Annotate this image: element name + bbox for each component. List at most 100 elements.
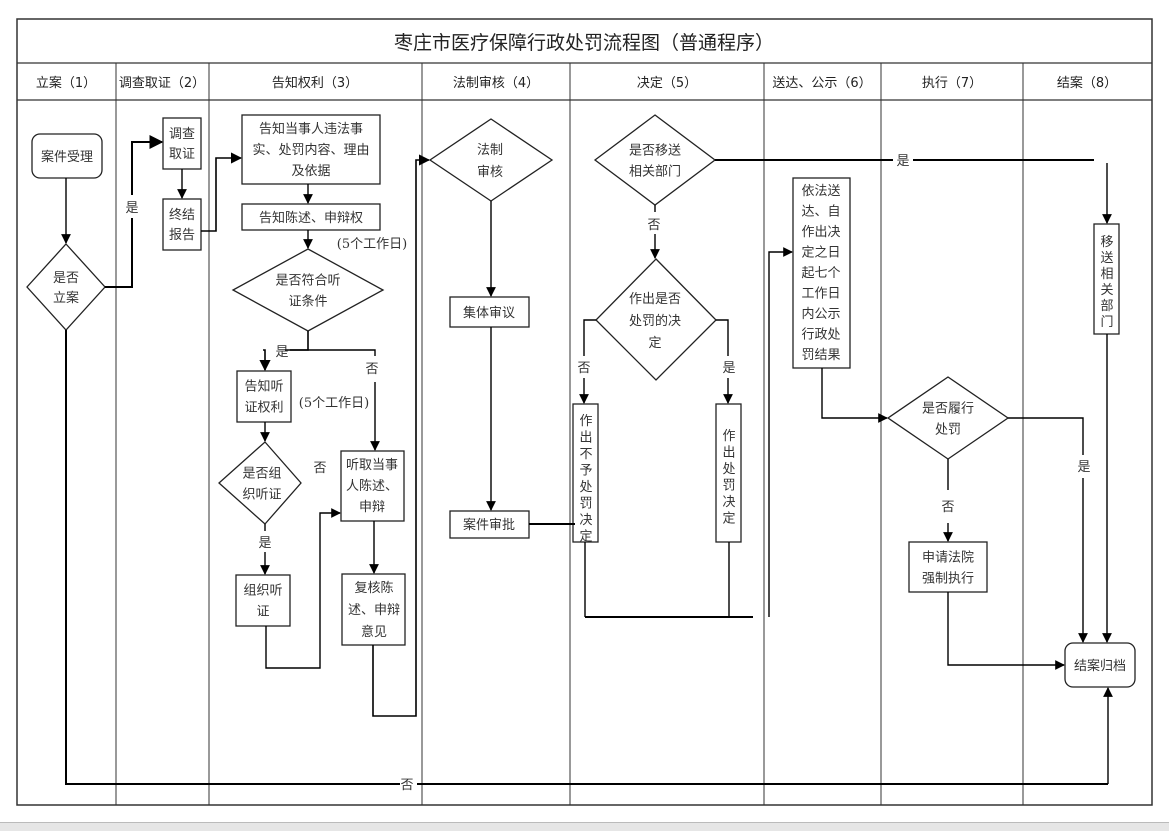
node-fulfill-question <box>886 376 1010 460</box>
node-notify-hearing <box>236 370 292 423</box>
edge-report-to-notify <box>201 152 243 232</box>
node-fulfill-question-text: 是否履行 <box>922 402 974 417</box>
edge-deliver-to-fulfill <box>821 368 888 423</box>
node-approve-text: 案件审批 <box>463 518 515 533</box>
node-deliver-text: 作出决 <box>801 225 840 240</box>
lane-header-investigation: 调查取证（2） <box>119 76 205 91</box>
node-deliver-text: 内公示 <box>801 306 840 322</box>
node-collective <box>449 296 530 328</box>
node-organize-hearing-text: 证 <box>256 605 269 620</box>
label-yes-decide: 是 <box>722 361 735 376</box>
lane-header-closing: 结案（8） <box>1057 76 1117 91</box>
node-notify-statement <box>241 203 381 231</box>
label-yes-organize: 是 <box>258 536 271 551</box>
node-final-report-text: 报告 <box>169 228 195 243</box>
node-accept-text: 案件受理 <box>41 150 93 165</box>
node-deliver <box>792 177 851 369</box>
node-legal-review-text: 审核 <box>477 165 503 180</box>
label-five-days-1: (5个工作日) <box>337 237 407 252</box>
node-archive-text: 结案归档 <box>1074 659 1126 674</box>
node-no-penalty-text: 不 <box>579 447 592 462</box>
node-no-penalty-text: 出 <box>579 431 592 446</box>
label-no-decide: 否 <box>577 361 590 376</box>
node-organize-question-text: 织听证 <box>242 488 281 503</box>
node-review-text: 复核陈 <box>354 580 393 596</box>
node-decide-question-text: 定 <box>648 336 661 351</box>
node-transfer-question-text: 相关部门 <box>629 165 681 180</box>
label-no-fulfill: 否 <box>941 500 954 515</box>
node-decide-question-text: 作出是否 <box>629 292 681 307</box>
label-no-organize: 否 <box>313 461 326 476</box>
node-collective-text: 集体审议 <box>463 305 515 321</box>
node-transfer-text: 送 <box>1100 251 1113 266</box>
node-no-penalty-text: 予 <box>579 464 592 479</box>
node-notify-facts-text: 及依据 <box>291 164 330 179</box>
node-deliver-text: 罚结果 <box>801 348 840 363</box>
lane-header-decision: 决定（5） <box>637 76 697 91</box>
node-investigate-text: 取证 <box>169 147 195 162</box>
node-no-penalty-text: 罚 <box>579 497 592 512</box>
node-final-report-text: 终结 <box>169 207 195 223</box>
node-court-text: 强制执行 <box>922 572 974 587</box>
page-title: 枣庄市医疗保障行政处罚流程图（普通程序） <box>394 32 774 54</box>
label-yes-fulfill: 是 <box>1077 460 1090 475</box>
node-organize-question-text: 是否组 <box>242 467 281 482</box>
node-deliver-text: 达、自 <box>801 205 840 220</box>
node-deliver-text: 依法送 <box>801 184 840 199</box>
node-legal-review <box>428 118 554 202</box>
node-transfer-text: 关 <box>1100 283 1113 298</box>
node-legal-review-text: 法制 <box>477 143 503 158</box>
edge-decide-no <box>584 319 596 403</box>
node-deliver-text: 行政处 <box>801 328 840 343</box>
node-notify-hearing-text: 证权利 <box>244 400 283 416</box>
edge-fulfill-yes <box>1008 417 1083 642</box>
node-notify-facts-text: 告知当事人违法事 <box>259 121 363 137</box>
edge-decide-yes <box>716 319 728 403</box>
node-transfer-text: 移 <box>1100 235 1113 250</box>
node-final-report <box>162 198 202 251</box>
swimlane-grid <box>16 18 1153 806</box>
lane-header-legal-review: 法制审核（4） <box>453 76 539 91</box>
node-listen <box>340 450 405 522</box>
node-file-case <box>26 243 106 331</box>
node-penalty-text: 定 <box>722 512 735 527</box>
node-hearing-condition <box>231 248 385 332</box>
node-review-text: 意见 <box>361 624 387 640</box>
node-notify-hearing-text: 告知听 <box>244 379 283 395</box>
node-hearing-condition-text: 是否符合听 <box>275 273 340 289</box>
node-deliver-text: 工作日 <box>801 287 840 302</box>
node-listen-text: 申辩 <box>359 500 385 515</box>
node-accept <box>31 133 103 179</box>
node-deliver-text: 定之日 <box>801 246 840 261</box>
label-no-transfer: 否 <box>647 218 660 233</box>
node-archive <box>1064 642 1136 688</box>
node-review <box>341 573 406 646</box>
node-decide-question <box>595 258 717 381</box>
node-notify-statement-text: 告知陈述、申辩权 <box>259 210 363 226</box>
lane-headers: 立案（1） 调查取证（2） 告知权利（3） 法制审核（4） 决定（5） 送达、公… <box>36 75 1117 91</box>
node-no-penalty-text: 决 <box>579 513 592 528</box>
lane-header-execution: 执行（7） <box>922 76 982 91</box>
node-listen-text: 听取当事 <box>346 458 398 473</box>
edge-court-to-archive <box>947 592 1065 670</box>
node-no-penalty <box>572 403 599 543</box>
node-transfer-text: 部 <box>1100 299 1113 314</box>
node-decide-question-text: 处罚的决 <box>629 313 681 329</box>
lane-header-filing: 立案（1） <box>36 76 96 91</box>
label-yes-transfer: 是 <box>896 154 909 169</box>
node-listen-text: 人陈述、 <box>346 478 398 494</box>
label-no-file-case: 否 <box>400 778 413 793</box>
node-approve <box>449 510 530 539</box>
lane-header-delivery: 送达、公示（6） <box>772 76 871 91</box>
node-review-text: 述、申辩 <box>348 603 400 618</box>
node-fulfill-question-text: 处罚 <box>935 423 961 438</box>
node-notify-facts <box>241 114 381 185</box>
node-penalty-text: 决 <box>722 495 735 510</box>
lane-header-notification: 告知权利（3） <box>272 75 358 91</box>
node-transfer-text: 门 <box>1100 315 1113 330</box>
node-transfer-text: 相 <box>1100 267 1113 282</box>
edge-review-to-legal <box>372 154 431 717</box>
node-organize-question <box>218 441 302 525</box>
node-court-text: 申请法院 <box>922 551 974 566</box>
node-no-penalty-text: 定 <box>579 530 592 545</box>
